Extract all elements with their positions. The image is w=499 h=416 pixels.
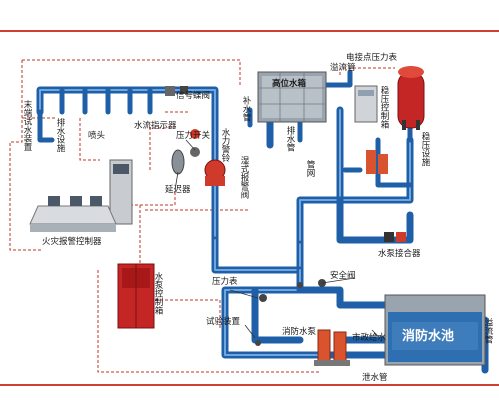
label-tank-supply: 补水管	[241, 95, 251, 122]
label-safety-valve: 安全阀	[330, 270, 356, 281]
signal-wiring	[9, 59, 395, 373]
label-pump-adapter: 水泵接合器	[378, 248, 421, 259]
fire-pool: 消防水池	[384, 294, 486, 366]
label-flow-indicator: 水流指示器	[134, 120, 177, 131]
high-level-tank: 高位水箱	[257, 71, 327, 123]
label-test-device: 试验装置	[206, 316, 241, 327]
label-stabilizer-ctrl: 稳压控制箱	[379, 85, 389, 129]
pump-control-cabinet	[117, 263, 155, 329]
stabilizer-pumps	[366, 150, 388, 174]
label-overflow-pool: 溢流管	[483, 317, 493, 344]
pump-adapter	[384, 232, 406, 242]
label-drain-device: 排水设施	[55, 117, 65, 153]
leader-lines	[174, 139, 381, 339]
label-stabilizer-device: 稳压设施	[420, 131, 430, 167]
label-overflow: 溢流管	[330, 62, 356, 73]
label-pressure-tank: 电接点压力表	[346, 52, 398, 63]
label-fire-pump: 消防水泵	[282, 326, 317, 337]
label-pump-controller: 水泵控制箱	[153, 271, 163, 315]
label-drain-pool: 泄水管	[362, 372, 388, 383]
wet-alarm-valve	[190, 147, 226, 186]
label-signal-valve: 信号蝶阀	[176, 90, 210, 101]
label-hydraulic-alarm: 水力警铃	[220, 127, 230, 163]
label-municipal-water: 市政给水	[352, 332, 387, 343]
signal-valve-group	[165, 86, 200, 139]
label-pressure-gauge: 压力表	[212, 276, 238, 287]
fire-pool-label: 消防水池	[402, 328, 454, 344]
stabilizer-control-box	[354, 85, 378, 123]
label-delay-device: 延迟器	[165, 184, 191, 195]
label-sprinkler: 喷头	[88, 130, 106, 141]
label-tank-drain: 排水管	[285, 125, 295, 152]
label-end-test: 末端试水装置	[22, 99, 32, 151]
label-wet-alarm-valve: 湿式报警阀	[239, 155, 249, 199]
fire-alarm-controller	[29, 159, 133, 232]
pressure-stabilizer-tank	[397, 66, 425, 130]
label-pressure-switch: 压力开关	[176, 130, 211, 141]
label-fire-alarm-controller: 火灾报警控制器	[42, 236, 102, 247]
label-pipe-network: 管网	[305, 159, 315, 178]
delay-device	[171, 149, 185, 175]
fire-pumps	[314, 329, 350, 366]
diagram-labels: 末端试水装置 排水设施 喷头 信号蝶阀 水流指示器 压力开关 水力警铃 湿式报警…	[22, 52, 493, 383]
high-tank-label: 高位水箱	[272, 78, 307, 89]
